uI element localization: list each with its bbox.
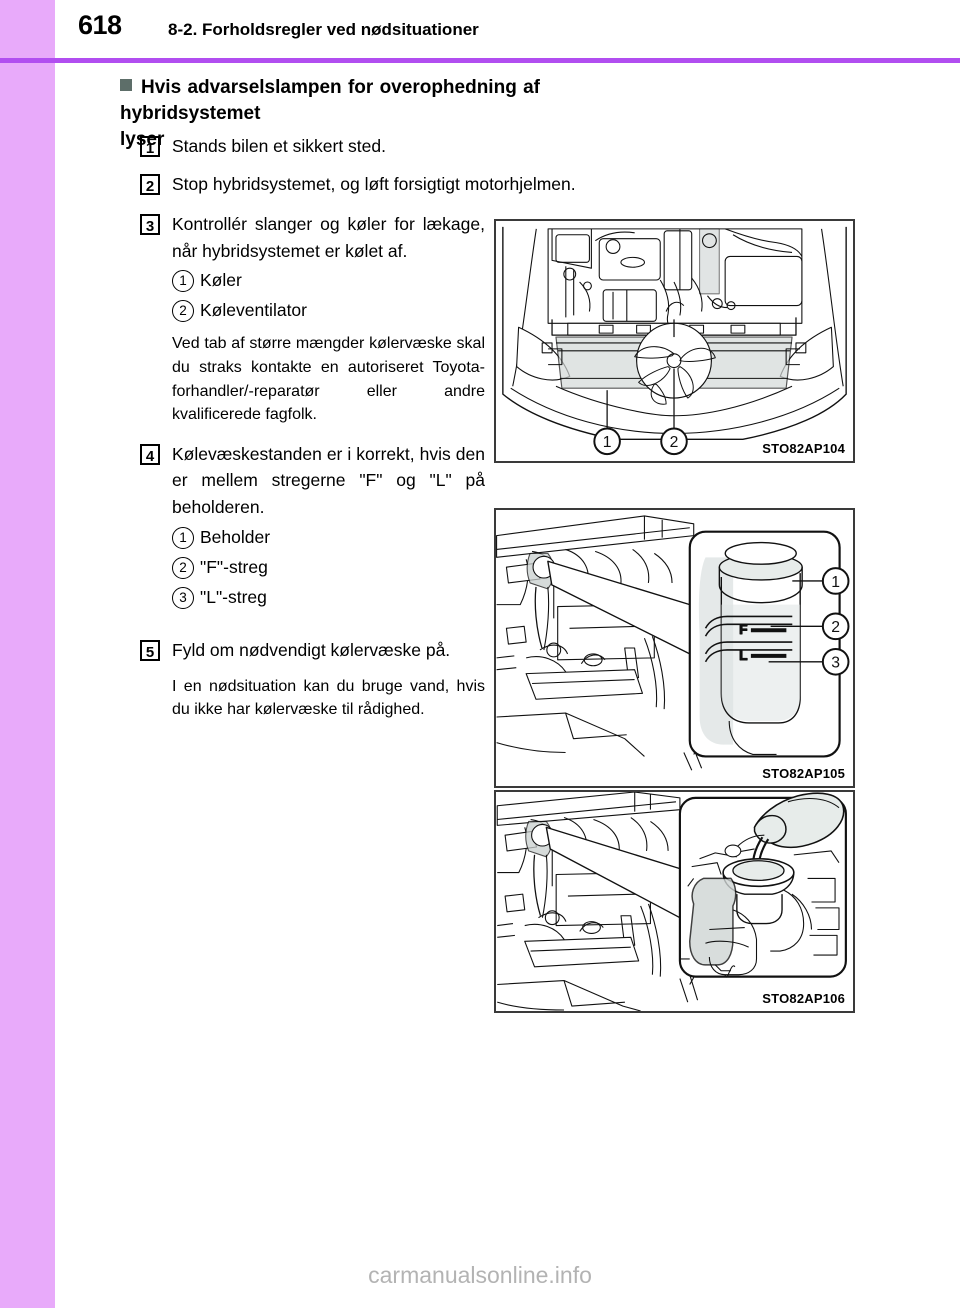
svg-text:2: 2 — [670, 434, 679, 451]
callout-item-3-2: 2 Køleventilator — [172, 298, 485, 324]
callout-label: "F"-streg — [200, 556, 268, 577]
step-text-2: Stop hybridsystemet, og løft forsigtigt … — [172, 174, 576, 194]
coolant-reservoir-illustration: F L 1 2 3 — [496, 515, 850, 771]
callout-item-4-2: 2 "F"-streg — [172, 555, 485, 581]
chapter-title: 8-2. Forholdsregler ved nødsituationer — [168, 20, 479, 39]
callout-number: 2 — [172, 300, 194, 323]
svg-text:L: L — [739, 648, 747, 663]
callout-number: 2 — [172, 556, 194, 579]
step-3: 3 Kontrollér slanger og køler for lækage… — [140, 211, 485, 264]
callout-number: 1 — [172, 526, 194, 549]
svg-text:3: 3 — [831, 655, 840, 672]
step-text-1: Stands bilen et sikkert sted. — [172, 136, 386, 156]
step-text-4: Kølevæskestanden er i korrekt, hvis den … — [172, 443, 485, 518]
section-heading: Hvis advarselslampen for overophedning a… — [120, 75, 540, 154]
step-number-4: 4 — [140, 443, 160, 465]
callout-label: Køleventilator — [200, 300, 307, 321]
header-rule — [0, 58, 960, 63]
svg-text:2: 2 — [831, 619, 840, 636]
step-2: 2 Stop hybridsystemet, og løft forsigtig… — [140, 171, 576, 201]
step-note-5: I en nødsituation kan du bruge vand, hvi… — [172, 677, 485, 719]
callout-number: 3 — [172, 586, 194, 609]
svg-text:F: F — [739, 622, 747, 637]
coolant-refill-illustration — [496, 792, 847, 1011]
step-text-3: Kontrollér slanger og køler for lækage, … — [172, 214, 485, 261]
figure-panel-reservoir: F L 1 2 3 STO82AP105 — [494, 508, 855, 788]
step-text-5: Fyld om nødvendigt kølervæske på. — [172, 639, 451, 660]
square-bullet-icon — [120, 79, 132, 91]
step-number-1: 1 — [140, 136, 160, 157]
section-heading-line1: Hvis advarselslampen for overophedning a… — [120, 77, 540, 125]
page-number: 618 — [78, 10, 122, 40]
callout-label: "L"-streg — [200, 586, 267, 607]
callout-item-4-3: 3 "L"-streg — [172, 585, 485, 611]
callout-item-3-1: 1 Køler — [172, 268, 485, 294]
svg-text:1: 1 — [603, 434, 612, 451]
step-note-3: Ved tab af større mængder kølervæske ska… — [172, 335, 485, 424]
step-number-3: 3 — [140, 214, 160, 235]
callout-label: Beholder — [200, 526, 271, 547]
engine-bay-illustration: 1 2 — [502, 226, 847, 456]
page-side-band — [0, 0, 55, 1308]
callout-label: Køler — [200, 270, 242, 291]
step-number-5: 5 — [140, 639, 160, 661]
step-1: 1 Stands bilen et sikkert sted. — [140, 133, 485, 163]
figure-code-2: STO82AP105 — [760, 765, 847, 782]
instruction-list: 1 Stands bilen et sikkert sted. 2 Stop h… — [140, 133, 576, 728]
step-5: 5 Fyld om nødvendigt kølervæske på. — [140, 637, 485, 667]
callout-item-4-1: 1 Beholder — [172, 525, 485, 551]
figure-panel-refill: STO82AP106 — [494, 790, 855, 1013]
step-number-2: 2 — [140, 174, 160, 195]
callout-number: 1 — [172, 270, 194, 293]
section-heading-line2: lyser — [120, 129, 165, 151]
site-watermark: carmanualsonline.info — [368, 1262, 592, 1288]
step-4: 4 Kølevæskestanden er i korrekt, hvis de… — [140, 441, 485, 521]
figure-code-3: STO82AP106 — [760, 990, 847, 1007]
figure-panel-engine-bay: 1 2 STO82AP104 — [494, 219, 855, 463]
svg-text:1: 1 — [831, 574, 840, 591]
figure-code-1: STO82AP104 — [760, 440, 847, 457]
